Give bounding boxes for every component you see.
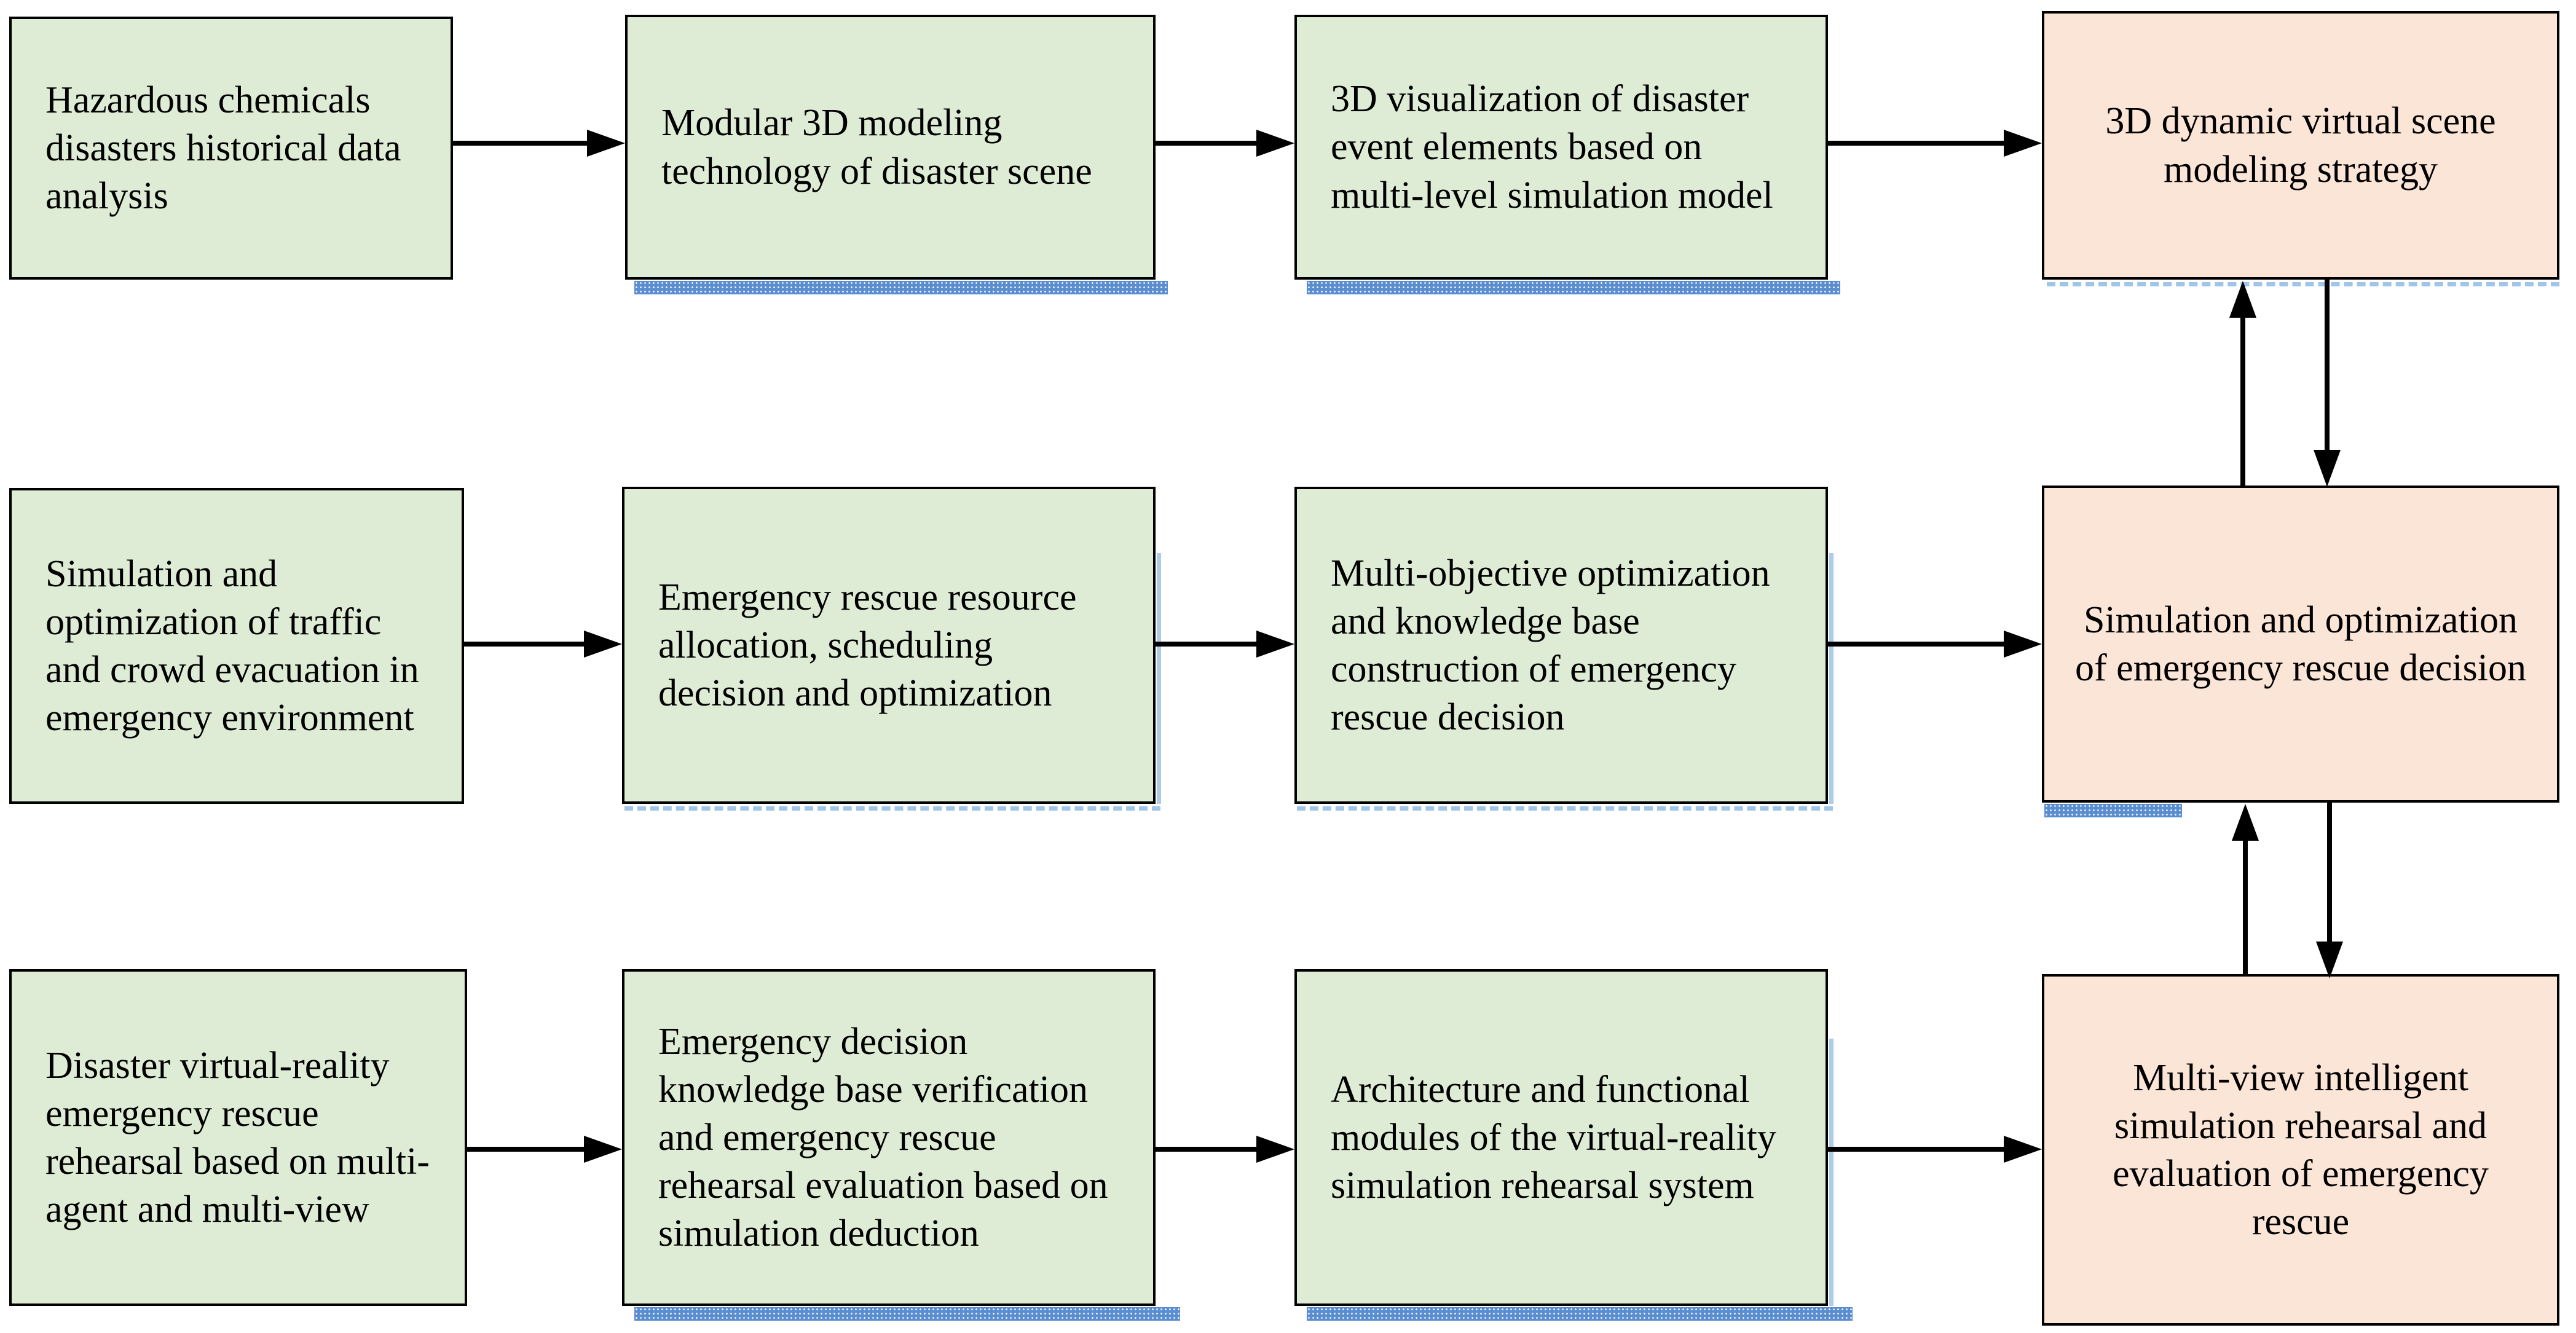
arrow-line <box>1156 642 1260 647</box>
arrow-right-icon <box>1828 130 2042 157</box>
arrow-right-icon <box>1156 1136 1294 1163</box>
arrow-line <box>467 1147 588 1152</box>
result-box-rescue-decision: Simulation and optimization of emergency… <box>2042 486 2559 803</box>
shadow-strip <box>2047 282 2559 286</box>
arrow-head <box>1256 631 1294 658</box>
arrow-head <box>587 130 625 157</box>
arrow-right-icon <box>1828 631 2042 658</box>
arrow-head <box>2232 804 2259 841</box>
arrow-line <box>1156 141 1260 146</box>
shadow-strip <box>1157 553 1161 804</box>
arrow-right-icon <box>464 631 622 658</box>
arrow-line <box>2243 836 2248 974</box>
arrow-down-icon <box>2316 803 2343 978</box>
process-box-evacuation-simulation: Simulation and optimization of traffic a… <box>9 488 464 804</box>
arrow-head <box>2004 130 2042 157</box>
arrow-down-icon <box>2314 280 2341 487</box>
shadow-strip <box>1297 806 1833 811</box>
result-box-scene-modeling-strategy: 3D dynamic virtual scene modeling strate… <box>2042 11 2559 280</box>
arrow-right-icon <box>1828 1136 2042 1163</box>
process-box-resource-allocation: Emergency rescue resource allocation, sc… <box>622 487 1156 804</box>
arrow-up-icon <box>2229 281 2256 487</box>
arrow-head <box>2229 281 2256 318</box>
result-box-rehearsal-evaluation: Multi-view intelligent simulation rehear… <box>2042 974 2559 1326</box>
arrow-line <box>464 642 588 647</box>
arrow-up-icon <box>2232 804 2259 974</box>
shadow-strip <box>1829 1039 1834 1306</box>
arrow-head <box>2004 631 2042 658</box>
shadow-strip <box>1307 1307 1853 1321</box>
arrow-line <box>453 141 591 146</box>
process-box-historical-data: Hazardous chemicals disasters historical… <box>9 17 453 280</box>
shadow-strip <box>624 806 1160 811</box>
process-box-vr-rehearsal: Disaster virtual-reality emergency rescu… <box>9 969 467 1306</box>
arrow-line <box>2325 280 2330 455</box>
arrow-line <box>2240 313 2245 487</box>
arrow-head <box>2316 942 2343 978</box>
arrow-line <box>1828 1147 2007 1152</box>
process-box-modular-3d-modeling: Modular 3D modeling technology of disast… <box>625 15 1156 280</box>
arrow-head <box>584 631 622 658</box>
process-box-multi-objective-optimization: Multi-objective optimization and knowled… <box>1294 487 1828 804</box>
arrow-right-icon <box>467 1136 622 1163</box>
process-box-knowledge-verification: Emergency decision knowledge base verifi… <box>622 969 1156 1306</box>
arrow-head <box>584 1136 622 1163</box>
arrow-line <box>1828 141 2007 146</box>
arrow-right-icon <box>1156 631 1294 658</box>
shadow-strip <box>634 1307 1180 1321</box>
arrow-line <box>1828 642 2007 647</box>
shadow-strip <box>2044 804 2182 817</box>
arrow-line <box>1156 1147 1260 1152</box>
arrow-head <box>1256 130 1294 157</box>
arrow-head <box>1256 1136 1294 1163</box>
arrow-line <box>2327 803 2332 946</box>
process-box-3d-visualization: 3D visualization of disaster event eleme… <box>1294 15 1828 280</box>
shadow-strip <box>1829 553 1834 804</box>
shadow-strip <box>634 281 1168 294</box>
arrow-head <box>2004 1136 2042 1163</box>
shadow-strip <box>1307 281 1840 294</box>
arrow-head <box>2314 450 2341 487</box>
process-box-system-architecture: Architecture and functional modules of t… <box>1294 969 1828 1306</box>
arrow-right-icon <box>453 130 625 157</box>
arrow-right-icon <box>1156 130 1294 157</box>
